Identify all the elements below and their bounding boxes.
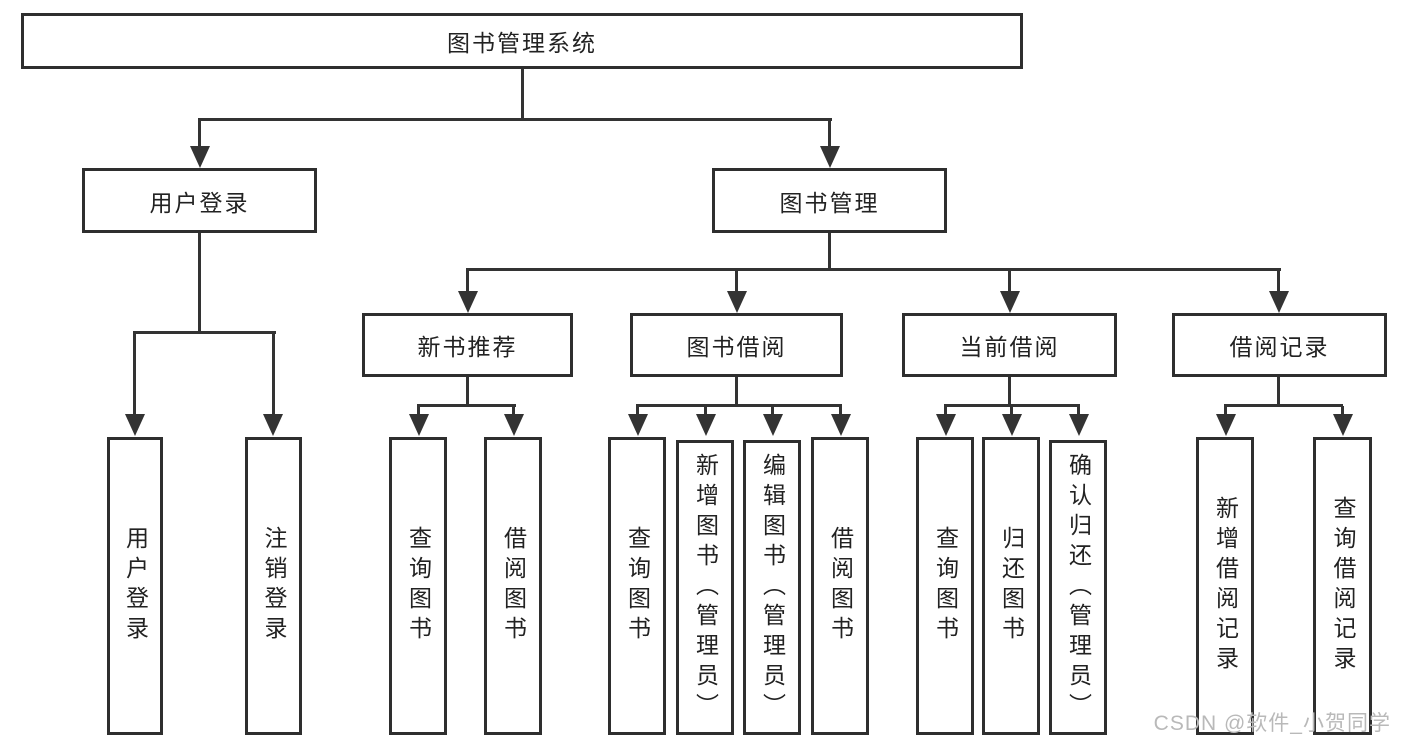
arrowhead-icon	[458, 291, 478, 313]
arrowhead-icon	[1269, 291, 1289, 313]
leaf-query-borrow-record-label: 查询借阅记录	[1330, 496, 1356, 676]
node-user-login: 用户登录	[82, 168, 317, 233]
edge-line	[417, 406, 420, 418]
edge-line	[417, 404, 516, 407]
edge-line	[198, 233, 201, 333]
node-root: 图书管理系统	[21, 13, 1023, 69]
arrowhead-icon	[831, 414, 851, 436]
edge-line	[636, 404, 842, 407]
arrowhead-icon	[125, 414, 145, 436]
leaf-return-books: 归还图书	[982, 437, 1040, 735]
leaf-edit-books-admin-label: 编辑图书（管理员）	[759, 452, 786, 723]
edge-line	[839, 406, 842, 418]
edge-line	[272, 333, 275, 416]
leaf-add-borrow-record-label: 新增借阅记录	[1212, 496, 1239, 676]
edge-line	[944, 404, 1080, 407]
arrowhead-icon	[936, 414, 956, 436]
leaf-return-books-label: 归还图书	[998, 526, 1025, 646]
leaf-query-books-borrowing-label: 查询图书	[624, 526, 651, 646]
arrowhead-icon	[696, 414, 716, 436]
edge-line	[944, 406, 947, 418]
arrowhead-icon	[763, 414, 783, 436]
edge-line	[133, 331, 276, 334]
edge-line	[1010, 406, 1013, 418]
leaf-query-books-recommend-label: 查询图书	[405, 526, 432, 646]
leaf-user-login-label: 用户登录	[122, 526, 149, 646]
leaf-add-books-admin-label: 新增图书（管理员）	[692, 452, 719, 723]
node-new-book-recommend: 新书推荐	[362, 313, 573, 377]
arrowhead-icon	[190, 146, 210, 168]
leaf-add-books-admin: 新增图书（管理员）	[676, 440, 734, 735]
leaf-borrow-books-recommend-label: 借阅图书	[500, 526, 527, 646]
node-borrowing-records: 借阅记录	[1172, 313, 1387, 377]
leaf-confirm-return-admin-label: 确认归还（管理员）	[1065, 452, 1092, 723]
arrowhead-icon	[504, 414, 524, 436]
edge-line	[1008, 270, 1011, 293]
edge-line	[521, 69, 524, 120]
edge-line	[198, 120, 201, 150]
leaf-query-books-current: 查询图书	[916, 437, 974, 735]
arrowhead-icon	[409, 414, 429, 436]
leaf-logout-label: 注销登录	[261, 526, 287, 646]
leaf-edit-books-admin: 编辑图书（管理员）	[743, 440, 801, 735]
edge-line	[828, 120, 831, 150]
node-current-borrowing: 当前借阅	[902, 313, 1117, 377]
edge-line	[466, 377, 469, 406]
leaf-query-books-borrowing: 查询图书	[608, 437, 666, 735]
leaf-add-borrow-record: 新增借阅记录	[1196, 437, 1254, 735]
leaf-query-books-current-label: 查询图书	[932, 526, 959, 646]
edge-line	[636, 406, 639, 418]
leaf-borrow-books-borrowing-label: 借阅图书	[827, 526, 854, 646]
edge-line	[1277, 377, 1280, 406]
edge-line	[735, 377, 738, 406]
arrowhead-icon	[263, 414, 283, 436]
leaf-borrow-books-recommend: 借阅图书	[484, 437, 542, 735]
arrowhead-icon	[628, 414, 648, 436]
edge-line	[466, 268, 1281, 271]
arrowhead-icon	[1000, 291, 1020, 313]
leaf-logout: 注销登录	[245, 437, 302, 735]
edge-line	[1224, 404, 1343, 407]
leaf-query-books-recommend: 查询图书	[389, 437, 447, 735]
edge-line	[704, 406, 707, 418]
edge-line	[1008, 377, 1011, 406]
edge-line	[1224, 406, 1227, 418]
arrowhead-icon	[820, 146, 840, 168]
edge-line	[1077, 406, 1080, 418]
leaf-borrow-books-borrowing: 借阅图书	[811, 437, 869, 735]
arrowhead-icon	[1002, 414, 1022, 436]
arrowhead-icon	[1333, 414, 1353, 436]
csdn-watermark: CSDN @软件_小贺同学	[1153, 712, 1391, 735]
leaf-confirm-return-admin: 确认归还（管理员）	[1049, 440, 1107, 735]
edge-line	[771, 406, 774, 418]
edge-line	[828, 233, 831, 270]
edge-line	[466, 270, 469, 293]
edge-line	[1341, 406, 1344, 418]
edge-line	[512, 406, 515, 418]
edge-line	[735, 270, 738, 293]
node-book-borrowing: 图书借阅	[630, 313, 843, 377]
edge-line	[198, 118, 832, 121]
arrowhead-icon	[727, 291, 747, 313]
arrowhead-icon	[1216, 414, 1236, 436]
edge-line	[133, 333, 136, 416]
edge-line	[1277, 270, 1280, 293]
leaf-query-borrow-record: 查询借阅记录	[1313, 437, 1372, 735]
node-book-management: 图书管理	[712, 168, 947, 233]
leaf-user-login: 用户登录	[107, 437, 163, 735]
arrowhead-icon	[1069, 414, 1089, 436]
